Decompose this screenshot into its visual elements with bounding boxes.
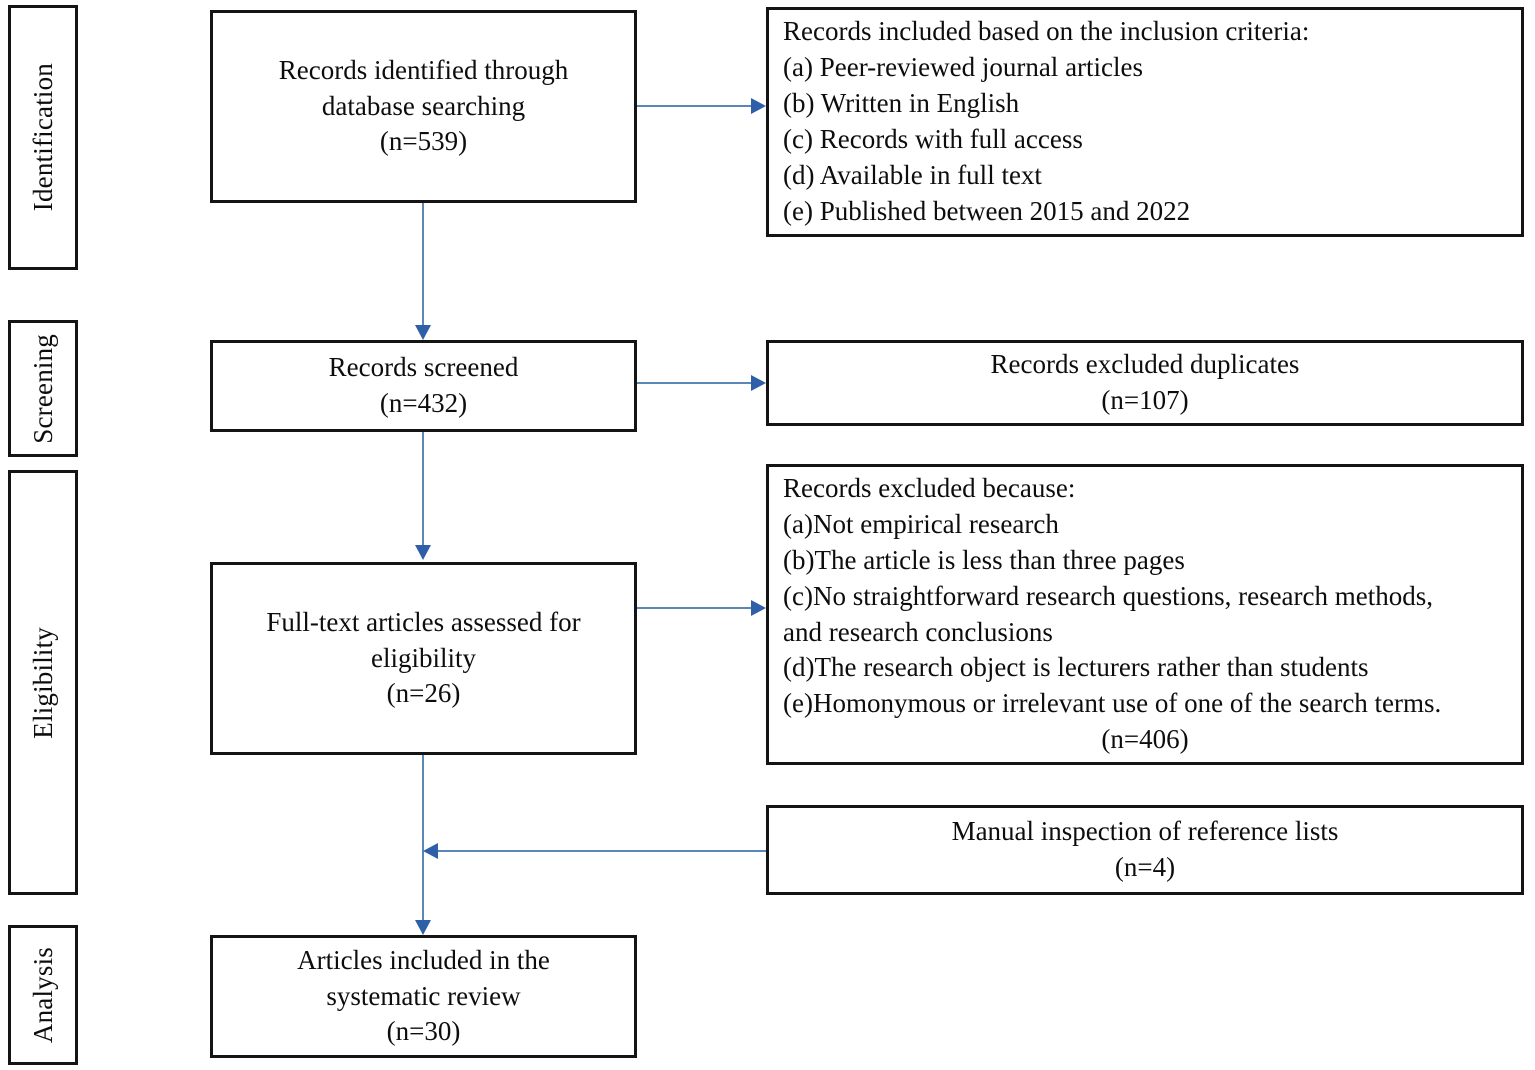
- manual-inspection-line-1: Manual inspection of reference lists: [951, 816, 1339, 847]
- arrow-screened-to-duplicates: [751, 375, 766, 391]
- records-excluded-because-item-c: (c)No straightforward research questions…: [783, 580, 1434, 611]
- arrow-fulltext-to-excluded: [751, 600, 766, 616]
- flow-box-articles-included: Articles included in the systematic revi…: [210, 935, 637, 1058]
- stage-label-screening: Screening: [27, 333, 58, 444]
- inclusion-criteria-item-c: (c) Records with full access: [783, 124, 1083, 154]
- connector-identified-to-screened: [422, 203, 424, 325]
- inclusion-criteria-item-d: (d) Available in full text: [783, 159, 1042, 190]
- flow-box-records-identified: Records identified through database sear…: [210, 10, 637, 203]
- articles-included-count: (n=30): [386, 1016, 461, 1047]
- stage-box-eligibility: Eligibility: [8, 470, 78, 895]
- records-screened-count: (n=432): [379, 388, 468, 418]
- inclusion-criteria-item-b: (b) Written in English: [783, 88, 1020, 119]
- flow-box-inclusion-criteria: Records included based on the inclusion …: [766, 7, 1524, 237]
- records-excluded-because-item-a: (a)Not empirical research: [783, 508, 1059, 539]
- stage-box-identification: Identification: [8, 5, 78, 270]
- arrow-screened-to-fulltext: [415, 545, 431, 560]
- stage-box-screening: Screening: [8, 320, 78, 457]
- connector-screened-to-duplicates: [637, 382, 752, 384]
- records-identified-line-1: Records identified through: [278, 54, 569, 85]
- fulltext-assessed-line-1: Full-text articles assessed for: [266, 606, 581, 637]
- arrow-identified-to-inclusion: [751, 98, 766, 114]
- inclusion-criteria-item-a: (a) Peer-reviewed journal articles: [783, 52, 1144, 83]
- records-identified-line-2: database searching: [321, 90, 526, 121]
- stage-box-analysis: Analysis: [8, 925, 78, 1065]
- connector-fulltext-to-excluded: [637, 607, 752, 609]
- records-excluded-because-heading: Records excluded because:: [783, 472, 1076, 503]
- stage-label-identification: Identification: [27, 63, 58, 212]
- arrow-fulltext-to-included: [415, 920, 431, 935]
- records-identified-count: (n=539): [379, 126, 468, 157]
- connector-screened-to-fulltext: [422, 432, 424, 545]
- inclusion-criteria-item-e: (e) Published between 2015 and 2022: [783, 195, 1191, 226]
- fulltext-assessed-count: (n=26): [386, 678, 461, 709]
- records-screened-line-1: Records screened: [328, 352, 519, 383]
- connector-manual-to-spine: [438, 850, 766, 852]
- records-excluded-because-count: (n=406): [1101, 724, 1189, 755]
- stage-label-analysis: Analysis: [27, 946, 58, 1044]
- records-excluded-duplicates-count: (n=107): [1101, 385, 1189, 415]
- articles-included-line-2: systematic review: [326, 980, 521, 1011]
- articles-included-line-1: Articles included in the: [297, 944, 550, 975]
- inclusion-criteria-heading: Records included based on the inclusion …: [783, 16, 1310, 47]
- flow-box-records-excluded-because: Records excluded because: (a)Not empiric…: [766, 464, 1524, 765]
- arrow-identified-to-screened: [415, 325, 431, 340]
- records-excluded-because-item-c-cont: and research conclusions: [783, 616, 1053, 647]
- records-excluded-duplicates-line-1: Records excluded duplicates: [990, 349, 1300, 380]
- flow-box-fulltext-assessed: Full-text articles assessed for eligibil…: [210, 562, 637, 755]
- records-excluded-because-item-b: (b)The article is less than three pages: [783, 544, 1185, 575]
- manual-inspection-count: (n=4): [1114, 852, 1176, 882]
- records-excluded-because-item-e: (e)Homonymous or irrelevant use of one o…: [783, 688, 1442, 719]
- flow-box-records-screened: Records screened (n=432): [210, 340, 637, 432]
- flow-box-manual-inspection: Manual inspection of reference lists (n=…: [766, 805, 1524, 895]
- fulltext-assessed-line-2: eligibility: [371, 642, 476, 673]
- flow-box-records-excluded-duplicates: Records excluded duplicates (n=107): [766, 340, 1524, 426]
- arrow-manual-to-spine: [423, 843, 438, 859]
- records-excluded-because-item-d: (d)The research object is lecturers rath…: [783, 652, 1369, 683]
- connector-identified-to-inclusion: [637, 105, 752, 107]
- stage-label-eligibility: Eligibility: [27, 626, 58, 739]
